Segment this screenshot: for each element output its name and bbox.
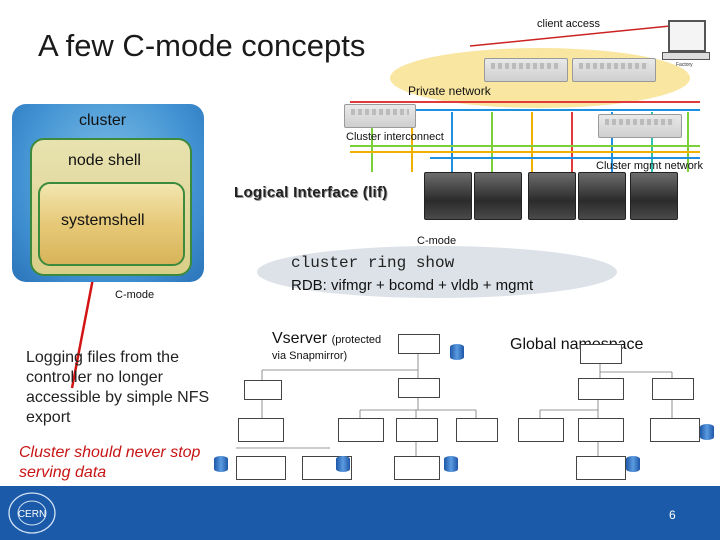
disk-shelf-3 xyxy=(528,172,576,220)
node-shell-label: node shell xyxy=(68,152,141,169)
disk-shelf-2 xyxy=(474,172,522,220)
server-mid-left xyxy=(344,104,416,128)
server-top-left xyxy=(484,58,568,82)
tree-node xyxy=(238,418,284,442)
volume-icon xyxy=(444,456,458,472)
namespace-tree-lines xyxy=(236,350,673,458)
footer-bar xyxy=(0,486,720,540)
tree-node xyxy=(236,456,286,480)
page-number: 6 xyxy=(669,508,676,522)
factory-label: Factory xyxy=(676,62,693,68)
tree-node xyxy=(394,456,440,480)
volume-icon xyxy=(450,344,464,360)
volume-icon xyxy=(700,424,714,440)
client-keyboard-icon xyxy=(662,52,710,60)
cmode-network-label: C-mode xyxy=(417,235,457,247)
volume-icon xyxy=(336,456,350,472)
disk-shelf-1 xyxy=(424,172,472,220)
tree-node xyxy=(396,418,438,442)
vserver-label: Vserver (protected xyxy=(272,330,381,348)
vserver-protected: (protected xyxy=(331,334,382,346)
server-top-right xyxy=(572,58,656,82)
server-mid-right xyxy=(598,114,682,138)
rdb-label: RDB: vifmgr + bcomd + vldb + mgmt xyxy=(291,277,534,294)
disk-shelf-5 xyxy=(630,172,678,220)
disk-shelf-4 xyxy=(578,172,626,220)
tree-node-root-right xyxy=(580,344,622,364)
client-access-line xyxy=(469,25,671,47)
cluster-interconnect-label: Cluster interconnect xyxy=(346,131,444,143)
tree-node xyxy=(652,378,694,400)
snapmirror-label: via Snapmirror) xyxy=(272,350,348,362)
tree-node xyxy=(456,418,498,442)
cluster-ring-ellipse xyxy=(257,246,617,298)
page-title: A few C-mode concepts xyxy=(38,28,366,63)
cluster-label: cluster xyxy=(79,112,127,129)
client-pc-icon xyxy=(668,20,706,52)
volume-icon xyxy=(626,456,640,472)
tree-node xyxy=(578,378,624,400)
tree-node xyxy=(244,380,282,400)
lif-label: Logical Interface (lif) xyxy=(234,184,388,201)
logo-text: CERN xyxy=(18,509,46,520)
cluster-mgmt-label: Cluster mgmt network xyxy=(596,160,703,172)
network-buses xyxy=(350,101,700,159)
client-access-label: client access xyxy=(537,18,600,30)
vserver-title: Vserver xyxy=(272,330,328,347)
cluster-ring-command: cluster ring show xyxy=(291,254,455,272)
cern-logo-icon: CERN xyxy=(8,492,56,534)
systemshell-box xyxy=(38,182,185,266)
cmode-cluster-label: C-mode xyxy=(115,289,155,301)
tree-node xyxy=(578,418,624,442)
tree-node-root-left xyxy=(398,334,440,354)
tree-node xyxy=(518,418,564,442)
tree-node xyxy=(338,418,384,442)
tree-node xyxy=(650,418,700,442)
logging-note: Logging files from the controller no lon… xyxy=(26,349,210,426)
tree-node xyxy=(398,378,440,398)
volume-icon xyxy=(214,456,228,472)
systemshell-label: systemshell xyxy=(61,212,145,229)
private-network-label: Private network xyxy=(408,84,491,98)
never-stop-note: Cluster should never stop serving data xyxy=(19,444,201,481)
tree-node xyxy=(576,456,626,480)
